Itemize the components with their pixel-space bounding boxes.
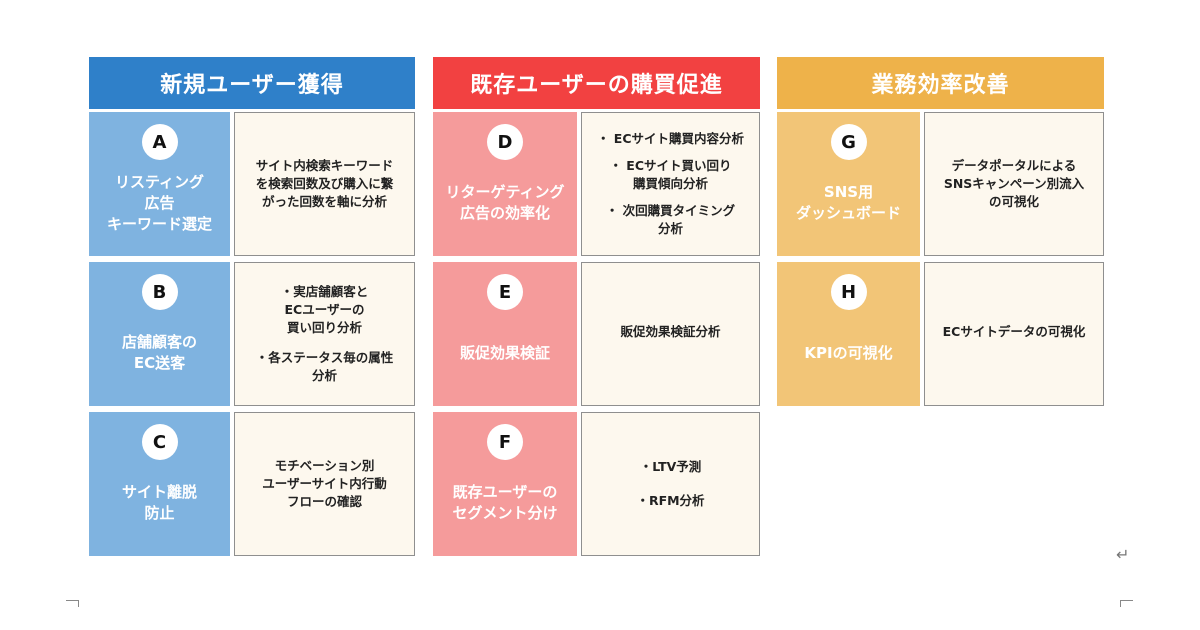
label-cell-d: D リターゲティング 広告の効率化 — [433, 112, 577, 256]
label-cell-g: G SNS用 ダッシュボード — [777, 112, 920, 256]
detail-line: ・ 次回購買タイミング 分析 — [605, 203, 736, 236]
letter-badge-d: D — [487, 124, 523, 160]
label-cell-c: C サイト離脱 防止 — [89, 412, 230, 556]
letter-badge-a: A — [141, 124, 178, 160]
label-text-d: リターゲティング 広告の効率化 — [445, 183, 565, 222]
detail-line: ・実店舗顧客と ECユーザーの 買い回り分析 — [280, 284, 369, 335]
detail-cell-e: 販促効果検証分析 — [581, 262, 760, 406]
detail-line: ・各ステータス毎の属性 分析 — [255, 350, 394, 383]
detail-line: ・ ECサイト購買内容分析 — [596, 131, 745, 146]
detail-cell-a: サイト内検索キーワード を検索回数及び購入に繋 がった回数を軸に分析 — [234, 112, 415, 256]
detail-line: サイト内検索キーワード を検索回数及び購入に繋 がった回数を軸に分析 — [255, 158, 394, 209]
detail-cell-b: ・実店舗顧客と ECユーザーの 買い回り分析 ・各ステータス毎の属性 分析 — [234, 262, 415, 406]
column-header-new-user: 新規ユーザー獲得 — [89, 57, 415, 109]
label-text-h: KPIの可視化 — [804, 343, 893, 362]
detail-cell-d: ・ ECサイト購買内容分析 ・ ECサイト買い回り 購買傾向分析 ・ 次回購買タ… — [581, 112, 760, 256]
detail-line: データポータルによる SNSキャンペーン別流入 の可視化 — [943, 158, 1085, 209]
detail-cell-f: ・LTV予測 ・RFM分析 — [581, 412, 760, 556]
letter-badge-b: B — [141, 274, 178, 310]
label-text-c: サイト離脱 防止 — [121, 483, 197, 522]
letter-badge-h: H — [830, 274, 867, 310]
letter-badge-c: C — [141, 424, 178, 460]
detail-line: モチベーション別 ユーザーサイト内行動 フローの確認 — [262, 458, 387, 509]
label-cell-b: B 店舗顧客の EC送客 — [89, 262, 230, 406]
label-text-e: 販促効果検証 — [459, 343, 550, 362]
corner-mark-bottom-right — [1120, 600, 1133, 607]
label-cell-e: E 販促効果検証 — [433, 262, 577, 406]
detail-line: ECサイトデータの可視化 — [942, 324, 1086, 339]
column-header-efficiency: 業務効率改善 — [777, 57, 1104, 109]
detail-line: ・LTV予測 — [639, 459, 702, 474]
corner-mark-bottom-left — [66, 600, 79, 607]
detail-line: ・ ECサイト買い回り 購買傾向分析 — [609, 158, 732, 191]
detail-cell-g: データポータルによる SNSキャンペーン別流入 の可視化 — [924, 112, 1104, 256]
letter-badge-e: E — [487, 274, 523, 310]
label-cell-f: F 既存ユーザーの セグメント分け — [433, 412, 577, 556]
paragraph-return-icon: ↵ — [1116, 545, 1130, 564]
label-cell-a: A リスティング 広告 キーワード選定 — [89, 112, 230, 256]
letter-badge-f: F — [487, 424, 523, 460]
detail-cell-c: モチベーション別 ユーザーサイト内行動 フローの確認 — [234, 412, 415, 556]
label-cell-h: H KPIの可視化 — [777, 262, 920, 406]
detail-line: ・RFM分析 — [636, 493, 705, 508]
label-text-f: 既存ユーザーの セグメント分け — [452, 483, 558, 522]
letter-badge-g: G — [830, 124, 867, 160]
column-header-existing-user: 既存ユーザーの購買促進 — [433, 57, 760, 109]
label-text-b: 店舗顧客の EC送客 — [121, 333, 197, 372]
label-text-a: リスティング 広告 キーワード選定 — [106, 172, 212, 233]
detail-cell-h: ECサイトデータの可視化 — [924, 262, 1104, 406]
label-text-g: SNS用 ダッシュボード — [795, 183, 901, 222]
detail-line: 販促効果検証分析 — [620, 324, 721, 339]
